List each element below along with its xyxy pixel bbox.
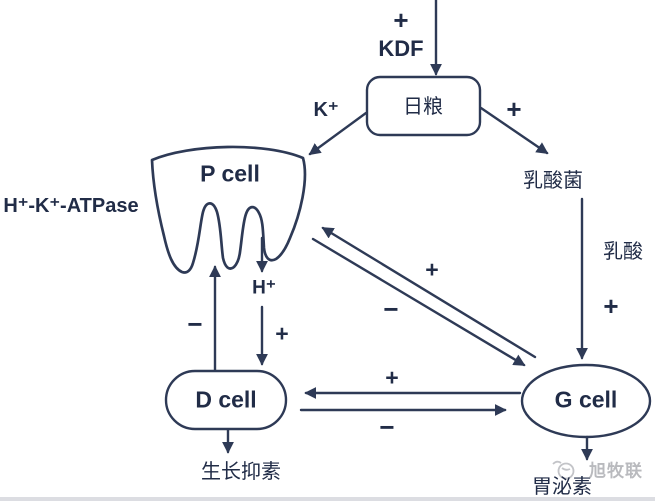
plus-gcell-dcell: + <box>385 364 399 391</box>
bottom-divider <box>0 497 655 501</box>
plus-top: + <box>393 5 409 35</box>
plus-gcell-pcell: + <box>425 256 439 283</box>
k-ion-label: K⁺ <box>313 99 339 121</box>
node-dcell-label: D cell <box>195 386 257 413</box>
h-ion-label: H⁺ <box>252 277 276 299</box>
plus-diet-bacteria: + <box>506 94 522 124</box>
arrow-gcell-to-pcell <box>321 226 537 359</box>
node-dcell-box <box>164 369 288 431</box>
lactic-acid-label: 乳酸 <box>603 241 643 263</box>
arrow-pcell-to-gcell <box>311 237 526 367</box>
gastrin-label: 胃泌素 <box>532 476 592 498</box>
node-pcell-outline <box>150 145 307 274</box>
node-diet-label: 日粮 <box>403 96 443 118</box>
minus-pcell-gcell: − <box>383 294 399 324</box>
arrow-diet-to-bacteria <box>479 106 549 155</box>
atpase-label: H⁺-K⁺-ATPase <box>3 195 139 217</box>
arrow-diet-to-pcell <box>308 111 368 156</box>
node-pcell-label: P cell <box>200 160 260 187</box>
lactic-bacteria-label: 乳酸菌 <box>523 170 583 192</box>
kdf-label: KDF <box>378 36 424 61</box>
plus-lactic-gcell: + <box>603 291 619 321</box>
watermark-logo <box>552 460 575 480</box>
minus-dcell-gcell: − <box>379 412 395 442</box>
plus-h-dcell: + <box>275 320 289 347</box>
node-gcell-label: G cell <box>554 386 618 413</box>
minus-dcell-pcell: − <box>187 309 203 339</box>
somatostatin-label: 生长抑素 <box>201 461 281 483</box>
node-diet-box <box>365 75 482 137</box>
watermark-text: 旭牧联 <box>589 461 643 481</box>
